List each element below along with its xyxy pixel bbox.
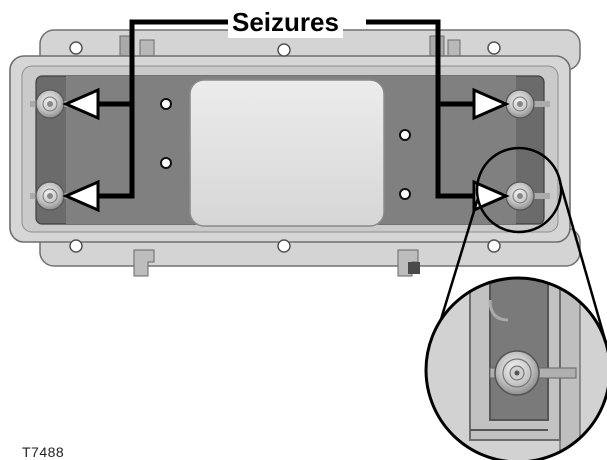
tray-hole-icon	[160, 157, 172, 169]
mounting-hole-icon	[487, 239, 501, 253]
arrow-icon	[472, 87, 510, 121]
seizures-callout-label: Seizures	[228, 6, 343, 38]
callout-leader-lines	[96, 19, 478, 199]
arrow-icon	[62, 87, 100, 121]
arrow-icon	[62, 179, 100, 213]
tray-hole-icon	[399, 188, 411, 200]
mounting-hole-icon	[69, 41, 83, 55]
arrow-icon	[472, 179, 510, 213]
mounting-hole-icon	[69, 239, 83, 253]
tray-hole-icon	[399, 129, 411, 141]
mounting-hole-icon	[277, 43, 291, 57]
mounting-hole-icon	[487, 41, 501, 55]
housing	[9, 29, 581, 277]
seizure-screw-icon	[30, 181, 80, 211]
tray-hole-icon	[160, 98, 172, 110]
seizure-screw-icon	[30, 89, 80, 119]
zoom-inset	[424, 276, 607, 460]
figure-id: T7488	[22, 444, 65, 460]
mounting-hole-icon	[277, 239, 291, 253]
